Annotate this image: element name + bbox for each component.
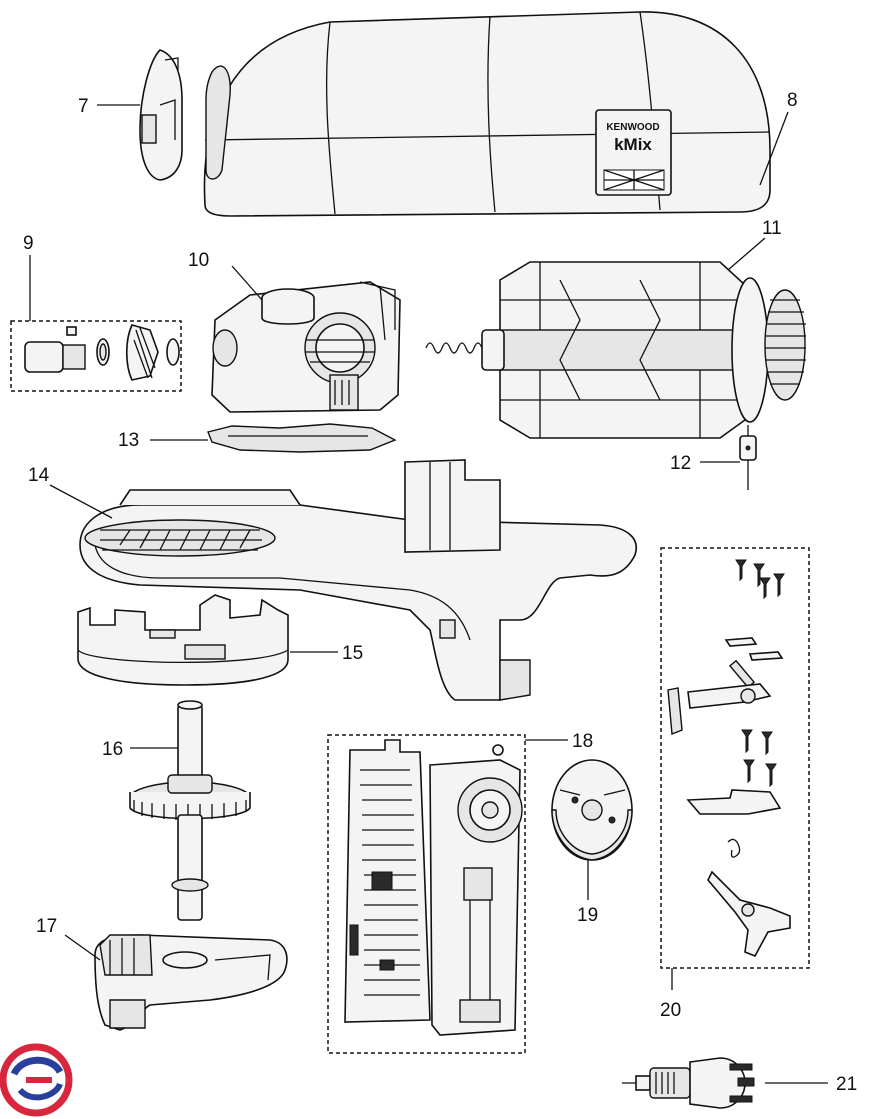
screw-icon [735, 559, 785, 600]
part-20-group-box [660, 547, 810, 969]
callout-8: 8 [787, 90, 798, 111]
part-11-motor [481, 261, 806, 439]
part-18-control-pcb [344, 739, 431, 1023]
callout-16: 16 [102, 739, 123, 760]
callout-18: 18 [572, 731, 593, 752]
cooling-fan [764, 289, 806, 401]
part-21-mains-plug [622, 1057, 755, 1109]
watermark-logo-icon [0, 1043, 73, 1117]
callout-17: 17 [36, 916, 57, 937]
part-18-group-box [327, 734, 526, 1054]
part-9-gear-kit [24, 324, 180, 381]
part-10-gearbox [211, 281, 401, 413]
part-20-screw-kit [667, 559, 791, 958]
part-17-lower-gearbox [94, 934, 288, 1031]
callout-9: 9 [23, 233, 34, 254]
part-19-speed-disc [551, 759, 633, 861]
callout-11: 11 [762, 218, 782, 239]
callout-15: 15 [342, 643, 363, 664]
part-15-ring-guard [77, 594, 289, 686]
callout-21: 21 [836, 1074, 857, 1095]
kenwood-logo-text: KENWOOD [606, 122, 659, 133]
part-8-top-cover: KENWOOD kMix [203, 11, 771, 217]
callout-14: 14 [28, 465, 50, 486]
callout-20: 20 [660, 1000, 681, 1021]
motor-spring [425, 342, 483, 354]
callout-10: 10 [188, 250, 209, 271]
part-16-drive-gear [129, 700, 251, 921]
kmix-logo-text: kMix [614, 135, 652, 154]
part-13-gasket [207, 423, 397, 453]
callout-13: 13 [118, 430, 139, 451]
part-18-switch-housing [429, 744, 523, 1036]
part-12-cable-clip [739, 425, 757, 490]
part-7-side-trim [139, 49, 183, 181]
pcb-components [349, 769, 420, 996]
part-9-group-box [10, 320, 182, 392]
union-flag-icon [603, 169, 665, 191]
callout-12: 12 [670, 453, 691, 474]
callout-7: 7 [78, 96, 89, 117]
part-14-base-body [79, 459, 637, 701]
callout-19: 19 [577, 905, 598, 926]
